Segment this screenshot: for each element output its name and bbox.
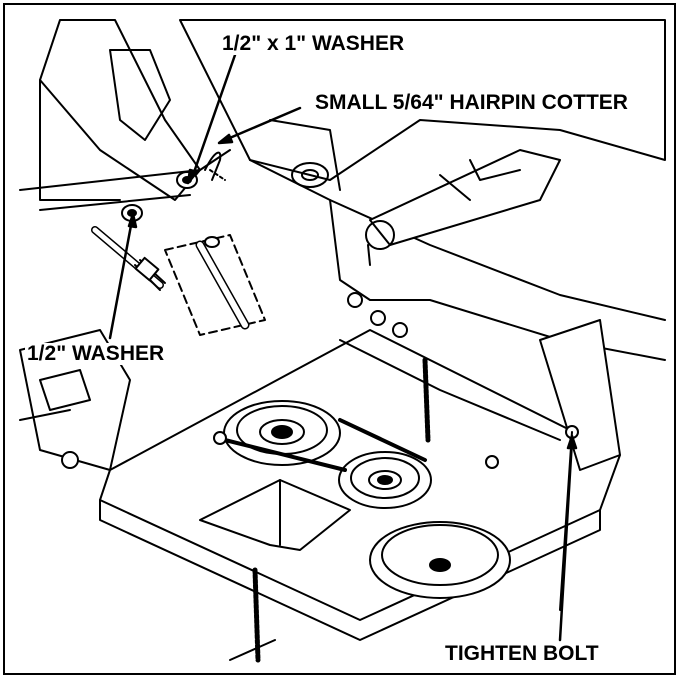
label-washer-half: 1/2" WASHER <box>25 342 167 365</box>
hardware-nuts <box>213 292 499 469</box>
pulley-left <box>223 400 341 466</box>
spring-bottom <box>229 567 276 663</box>
label-tighten-bolt: TIGHTEN BOLT <box>443 642 601 665</box>
lift-rod <box>195 236 250 330</box>
callout-leaders <box>108 53 578 642</box>
leader-washer-1x2 <box>190 53 237 180</box>
washer-half-inch <box>121 204 143 222</box>
leader-hairpin <box>223 106 302 142</box>
spring-top <box>422 357 431 443</box>
label-washer-1x2: 1/2" x 1" WASHER <box>220 32 407 55</box>
leader-washer-half <box>108 218 134 340</box>
hairpin-cotter <box>204 151 226 181</box>
left-frame-rail <box>19 19 231 211</box>
pulley-right <box>369 521 511 599</box>
drive-belt <box>223 418 427 472</box>
leader-tighten-bolt <box>558 438 574 642</box>
threaded-rod <box>91 226 166 291</box>
label-hairpin-cotter: SMALL 5/64" HAIRPIN COTTER <box>313 91 630 114</box>
lift-rod-dashed-outline <box>164 234 266 336</box>
center-housing <box>199 479 351 551</box>
right-frame-rail <box>179 19 666 361</box>
pulley-middle <box>338 451 432 509</box>
left-deck-arm <box>19 329 131 471</box>
hitch-bracket <box>365 149 561 266</box>
